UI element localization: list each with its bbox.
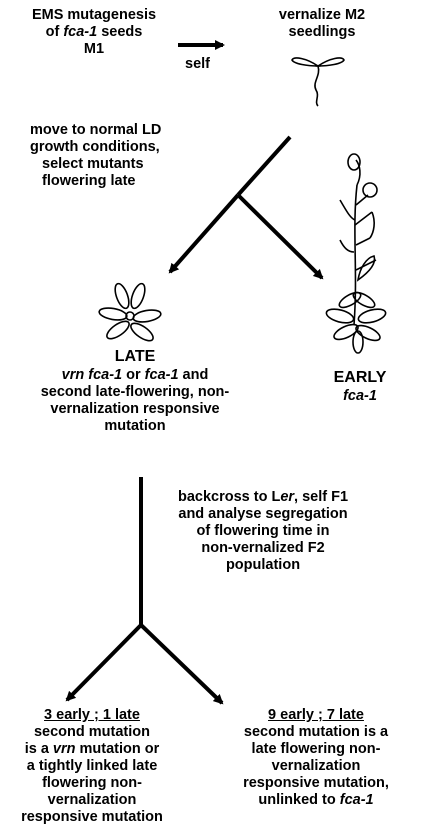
late-line5: mutation <box>4 418 266 435</box>
select-note-line3: select mutants <box>30 156 161 173</box>
self-arrow-label: self <box>185 56 210 73</box>
result-right: 9 early ; 7 late second mutation is a la… <box>212 707 420 809</box>
select-note-line2: growth conditions, <box>30 139 161 156</box>
result-left: 3 early ; 1 late second mutation is a vr… <box>2 707 182 826</box>
result-right-line3: vernalization <box>212 758 420 775</box>
late-title: LATE <box>4 347 266 367</box>
result-left-line4: flowering non- <box>2 775 182 792</box>
early-plant-icon <box>325 154 387 353</box>
late-line2: vrn fca-1 or fca-1 and <box>4 367 266 384</box>
result-right-line4: responsive mutation, <box>212 775 420 792</box>
backcross-line2: and analyse segregation <box>150 506 376 523</box>
step1-genotype: fca-1 <box>63 24 97 40</box>
backcross-line5: population <box>150 557 376 574</box>
result-left-line2: is a vrn mutation or <box>2 741 182 758</box>
result-left-ratio: 3 early ; 1 late <box>2 707 182 724</box>
select-note-line4: flowering late <box>30 173 161 190</box>
result-right-line2: late flowering non- <box>212 741 420 758</box>
step1-line2: of fca-1 seeds <box>18 24 170 41</box>
select-note-line1: move to normal LD <box>30 122 161 139</box>
backcross-line4: non-vernalized F2 <box>150 540 376 557</box>
early-genotype: fca-1 <box>310 388 410 405</box>
late-line4: vernalization responsive <box>4 401 266 418</box>
result-left-line6: responsive mutation <box>2 809 182 826</box>
step1-line1: EMS mutagenesis <box>18 7 170 24</box>
late-block: LATE vrn fca-1 or fca-1 and second late-… <box>4 347 266 435</box>
step1-label: EMS mutagenesis of fca-1 seeds M1 <box>18 7 170 58</box>
select-note: move to normal LD growth conditions, sel… <box>30 122 161 190</box>
result-right-line1: second mutation is a <box>212 724 420 741</box>
result-right-ratio: 9 early ; 7 late <box>212 707 420 724</box>
result-left-line5: vernalization <box>2 792 182 809</box>
result-right-line5: unlinked to fca-1 <box>212 792 420 809</box>
late-rosette-icon <box>98 282 161 344</box>
backcross-line1: backcross to Ler, self F1 <box>150 489 376 506</box>
backcross-note: backcross to Ler, self F1 and analyse se… <box>150 489 376 574</box>
step2-label: vernalize M2 seedlings <box>250 7 394 41</box>
result-left-line3: a tightly linked late <box>2 758 182 775</box>
step2-line1: vernalize M2 <box>250 7 394 24</box>
step1-line3: M1 <box>18 41 170 58</box>
result-left-line1: second mutation <box>2 724 182 741</box>
early-block: EARLY fca-1 <box>310 368 410 405</box>
late-line3: second late-flowering, non- <box>4 384 266 401</box>
seedling-icon <box>292 58 344 106</box>
step2-line2: seedlings <box>250 24 394 41</box>
early-title: EARLY <box>310 368 410 388</box>
branch-one-arrows <box>170 137 322 278</box>
backcross-line3: of flowering time in <box>150 523 376 540</box>
